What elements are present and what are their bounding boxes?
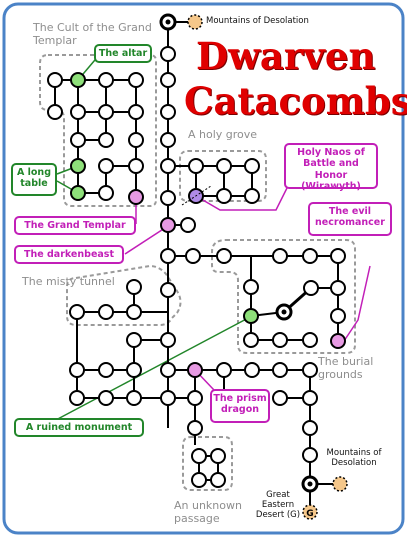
region-label-holy-grove: A holy grove: [188, 128, 258, 141]
region-label-cult: The Cult of the Grand Templar: [33, 21, 152, 47]
room-long-table-west[interactable]: [70, 158, 86, 174]
region-cult-outline: [39, 54, 157, 207]
exit-east-marker[interactable]: [332, 476, 348, 492]
room-evil-necromancer[interactable]: [330, 333, 346, 349]
region-label-misty-tunnel: The misty tunnel: [22, 275, 115, 288]
exit-label-north: Mountains of Desolation: [206, 16, 309, 26]
callout-grand-templar: The Grand Templar: [14, 216, 136, 235]
leader-evil-necromancer: [343, 265, 371, 342]
region-label-unknown-passage: An unknown passage: [174, 499, 242, 525]
exit-label-east: Mountains of Desolation: [326, 448, 382, 468]
callout-evil-necromancer: The evil necromancer: [308, 202, 392, 236]
region-label-burial: The burial grounds: [318, 355, 374, 381]
holy-grove-dashed-path: [181, 185, 212, 206]
leader-holy-naos: [195, 185, 289, 211]
portal-rooms: [159, 13, 319, 493]
rooms: [47, 46, 346, 488]
room-ruined-monument[interactable]: [243, 308, 259, 324]
special-rooms: [70, 72, 346, 378]
exit-label-south: Great Eastern Desert (G): [255, 490, 301, 520]
region-burial-outline: [211, 239, 356, 354]
callout-long-table: A long table: [11, 163, 57, 196]
map-title-line2: Catacombs: [184, 79, 407, 123]
leader-ruined-monument: [36, 315, 253, 431]
leader-darkenbeast: [124, 225, 169, 255]
callout-ruined-monument: A ruined monument: [14, 418, 144, 437]
room[interactable]: [180, 217, 196, 233]
callout-altar: The altar: [94, 44, 152, 63]
exit-north-marker[interactable]: [187, 14, 203, 30]
exits: [187, 14, 348, 520]
room-long-table-south[interactable]: [70, 185, 86, 201]
map-title-line1: Dwarven: [196, 34, 376, 78]
room-altar[interactable]: [70, 72, 86, 88]
room-darkenbeast[interactable]: [160, 217, 176, 233]
callout-darkenbeast: The darkenbeast: [14, 245, 124, 264]
room-grand-templar[interactable]: [128, 189, 144, 205]
room-prism-dragon[interactable]: [187, 362, 203, 378]
exit-south-letter: G: [306, 509, 313, 519]
callout-prism-dragon: The prism dragon: [210, 389, 270, 423]
callout-holy-naos: Holy Naos of Battle and Honor (Wirawyth): [284, 143, 378, 192]
